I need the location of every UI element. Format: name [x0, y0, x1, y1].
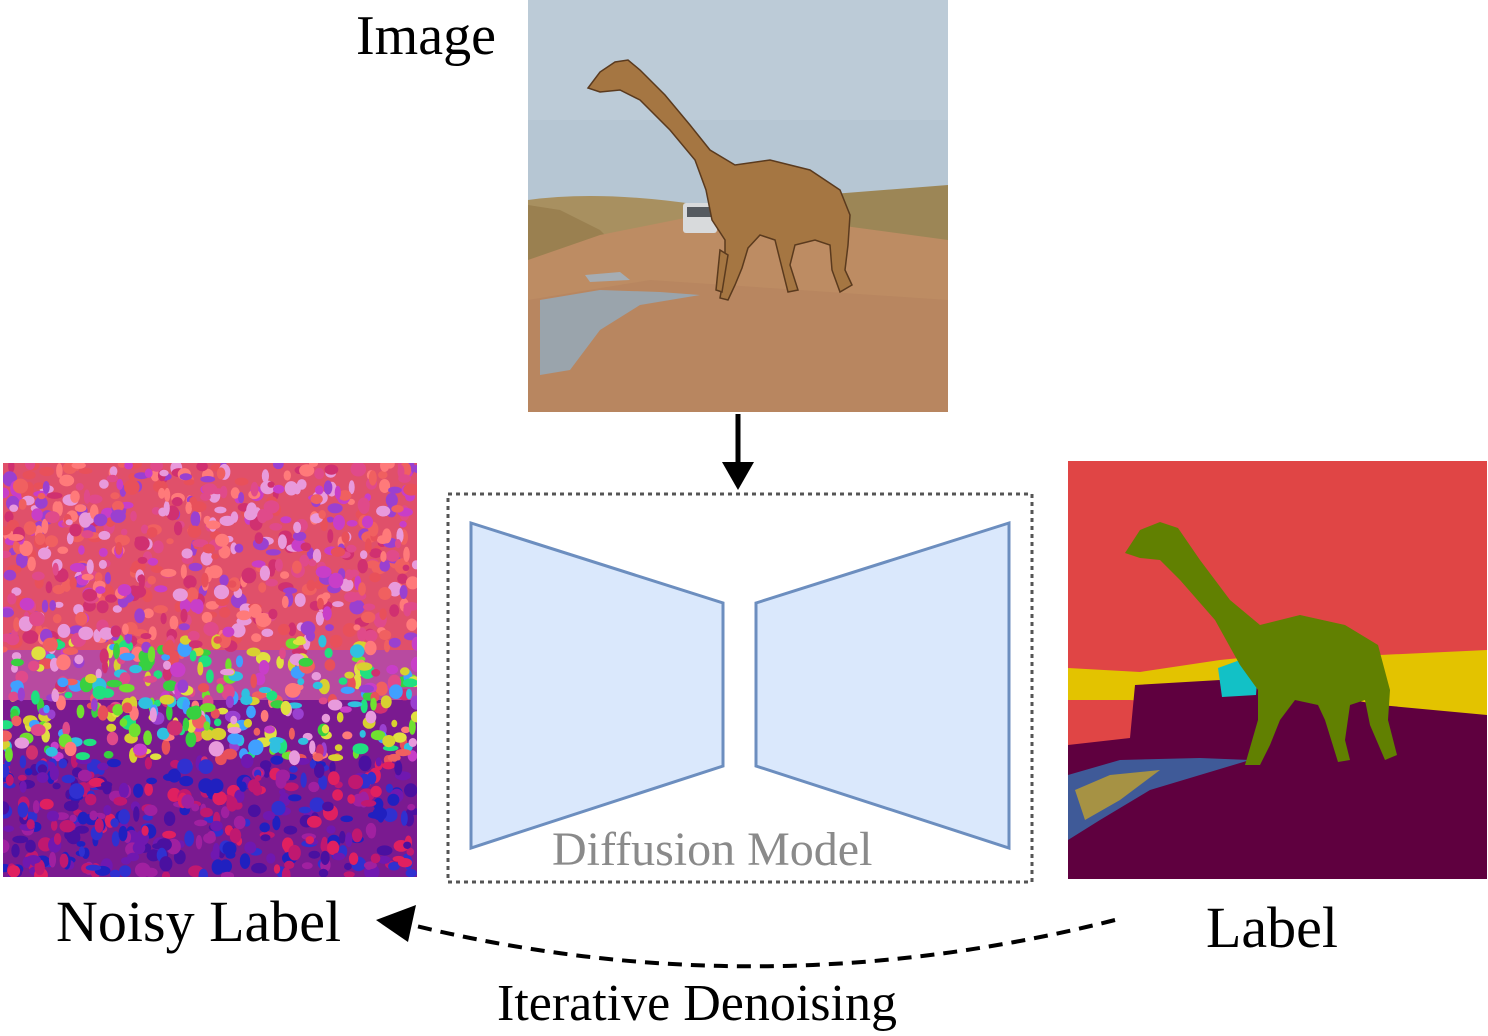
- iterative-denoising-arrow: [376, 905, 1116, 969]
- giraffe-segment: [1125, 522, 1397, 765]
- decoder-trapezoid: [754, 520, 1011, 851]
- input-image: [528, 0, 948, 412]
- diffusion-model-title: Diffusion Model: [552, 823, 873, 876]
- segmentation-label-image: [1068, 461, 1487, 879]
- giraffe-shape: [586, 59, 853, 301]
- image-title: Image: [356, 5, 496, 67]
- noisy-label-image: [3, 463, 417, 877]
- noise-speckles: [3, 463, 417, 877]
- noisy-label-title: Noisy Label: [56, 889, 342, 954]
- down-arrow: [722, 414, 754, 490]
- iterative-denoising-title: Iterative Denoising: [497, 975, 897, 1032]
- diffusion-model-box: [446, 492, 1034, 884]
- label-title: Label: [1206, 895, 1339, 960]
- encoder-trapezoid: [469, 520, 725, 851]
